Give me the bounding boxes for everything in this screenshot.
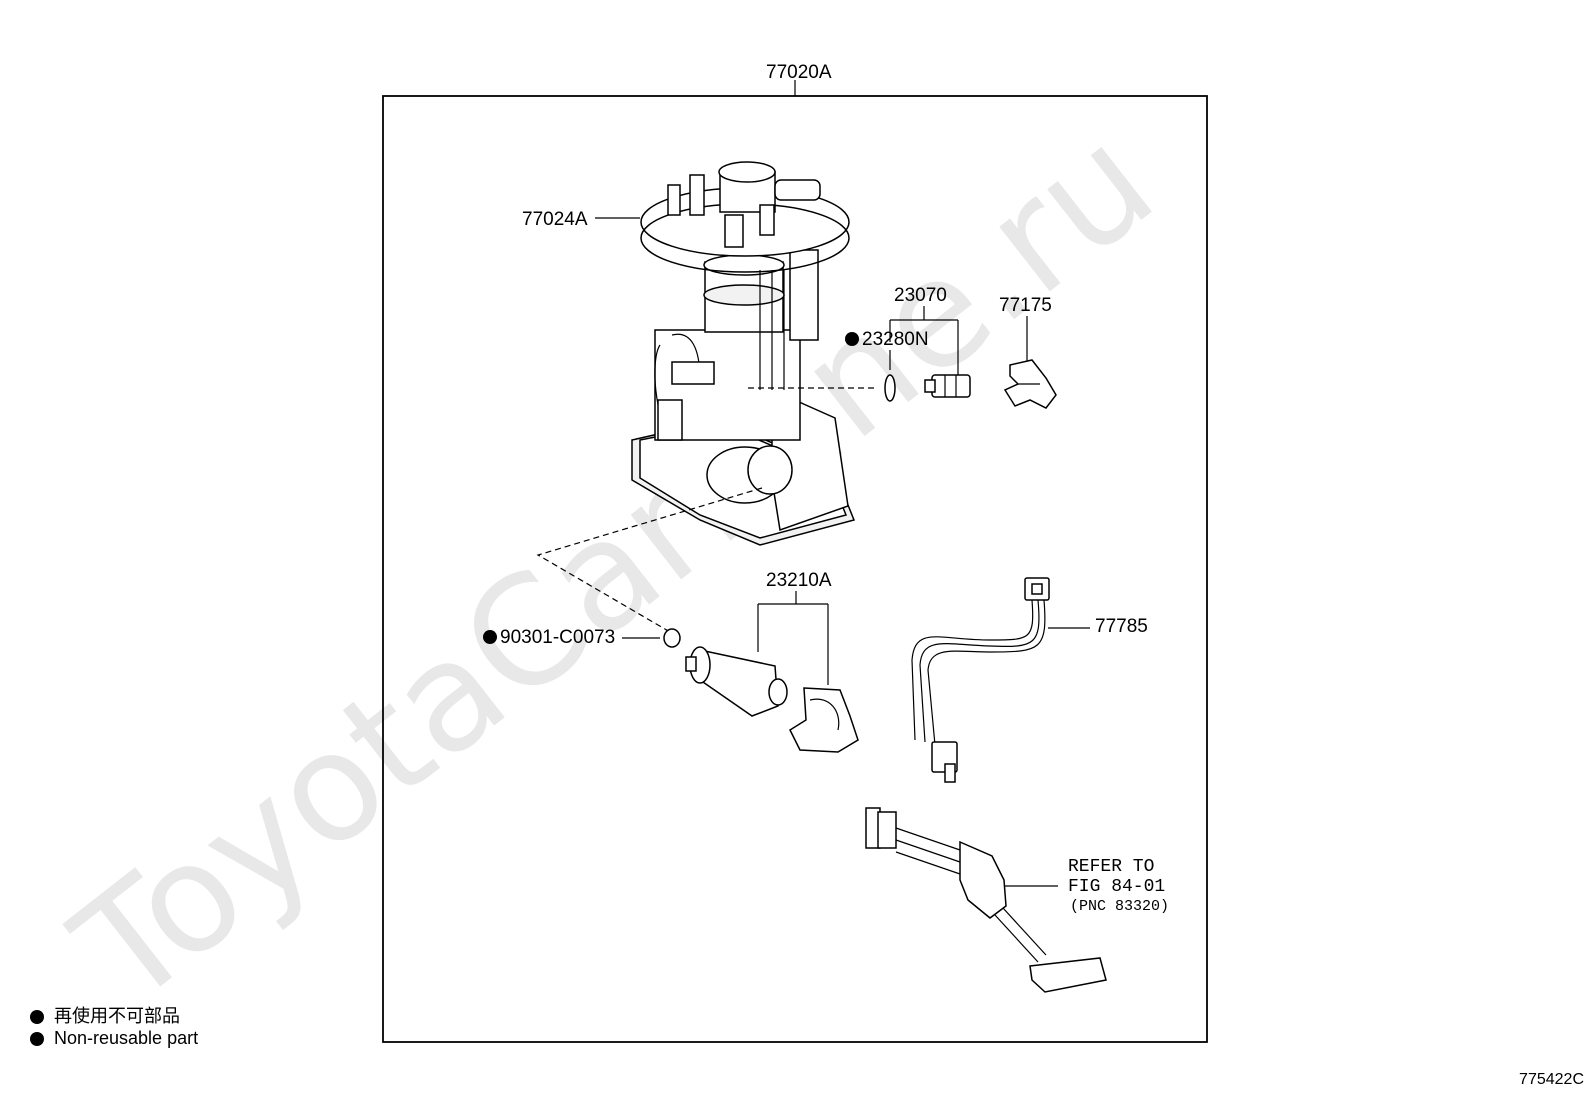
- pump-bracket-23210A[interactable]: [789, 687, 859, 753]
- refer-line-3: (PNC 83320): [1070, 898, 1169, 915]
- pressure-regulator-23070[interactable]: [924, 374, 971, 398]
- o-ring-23280N[interactable]: [884, 374, 896, 402]
- legend-en-text: Non-reusable part: [54, 1028, 199, 1048]
- fuel-pump-23210A[interactable]: [685, 646, 788, 717]
- refer-line-2: FIG 84-01: [1068, 877, 1165, 897]
- clip-77175[interactable]: [1003, 359, 1057, 409]
- label-23070[interactable]: 23070: [894, 285, 947, 306]
- legend-bullet-icon: [30, 1032, 44, 1047]
- refer-line-1: REFER TO: [1068, 857, 1154, 877]
- non-reusable-dot-23280N: [845, 332, 859, 346]
- watermark-text: ToyotaCarMine.ru: [44, 94, 1185, 1038]
- label-77175[interactable]: 77175: [999, 295, 1052, 316]
- wire-harness-77785[interactable]: [911, 577, 1050, 783]
- label-77785[interactable]: 77785: [1095, 616, 1148, 637]
- label-23210A[interactable]: 23210A: [766, 570, 832, 591]
- label-77024A[interactable]: 77024A: [522, 209, 588, 230]
- legend-non-reusable-en: Non-reusable part: [30, 1028, 198, 1049]
- non-reusable-dot-90301: [483, 630, 497, 644]
- legend-non-reusable-jp: 再使用不可部品: [30, 1002, 180, 1028]
- label-90301[interactable]: 90301-C0073: [500, 627, 615, 648]
- fuel-sender-gauge[interactable]: [865, 807, 1107, 993]
- label-23280N[interactable]: 23280N: [862, 329, 929, 350]
- figure-code: 775422C: [1519, 1071, 1584, 1088]
- legend-jp-text: 再使用不可部品: [54, 1006, 180, 1026]
- legend-bullet-icon: [30, 1010, 44, 1025]
- o-ring-90301[interactable]: [663, 628, 681, 648]
- dash-line-90301: [536, 487, 763, 633]
- assembly-label[interactable]: 77020A: [766, 62, 832, 83]
